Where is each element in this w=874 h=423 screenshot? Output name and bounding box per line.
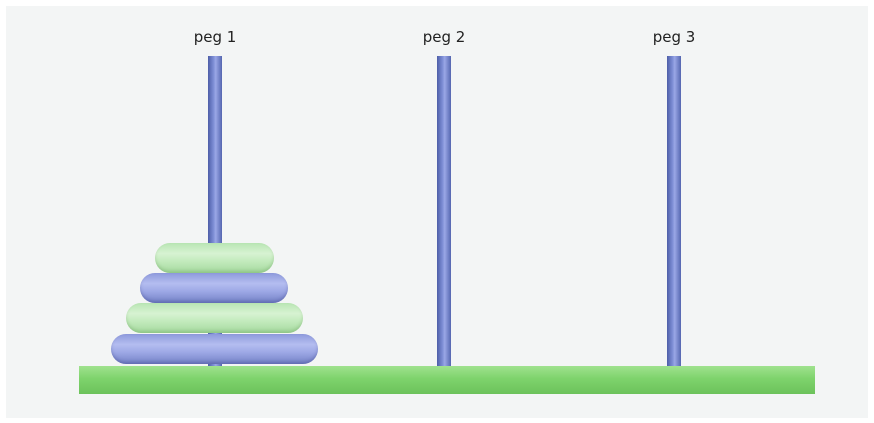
disk-2 <box>140 273 288 303</box>
disk-3 <box>126 303 303 333</box>
disk-4 <box>111 334 318 364</box>
peg-2-rod <box>437 56 451 366</box>
disk-1 <box>155 243 274 273</box>
peg-1-label: peg 1 <box>193 28 237 46</box>
peg-3-label: peg 3 <box>652 28 696 46</box>
base-platform <box>79 366 815 394</box>
peg-2-label: peg 2 <box>422 28 466 46</box>
peg-3-rod <box>667 56 681 366</box>
